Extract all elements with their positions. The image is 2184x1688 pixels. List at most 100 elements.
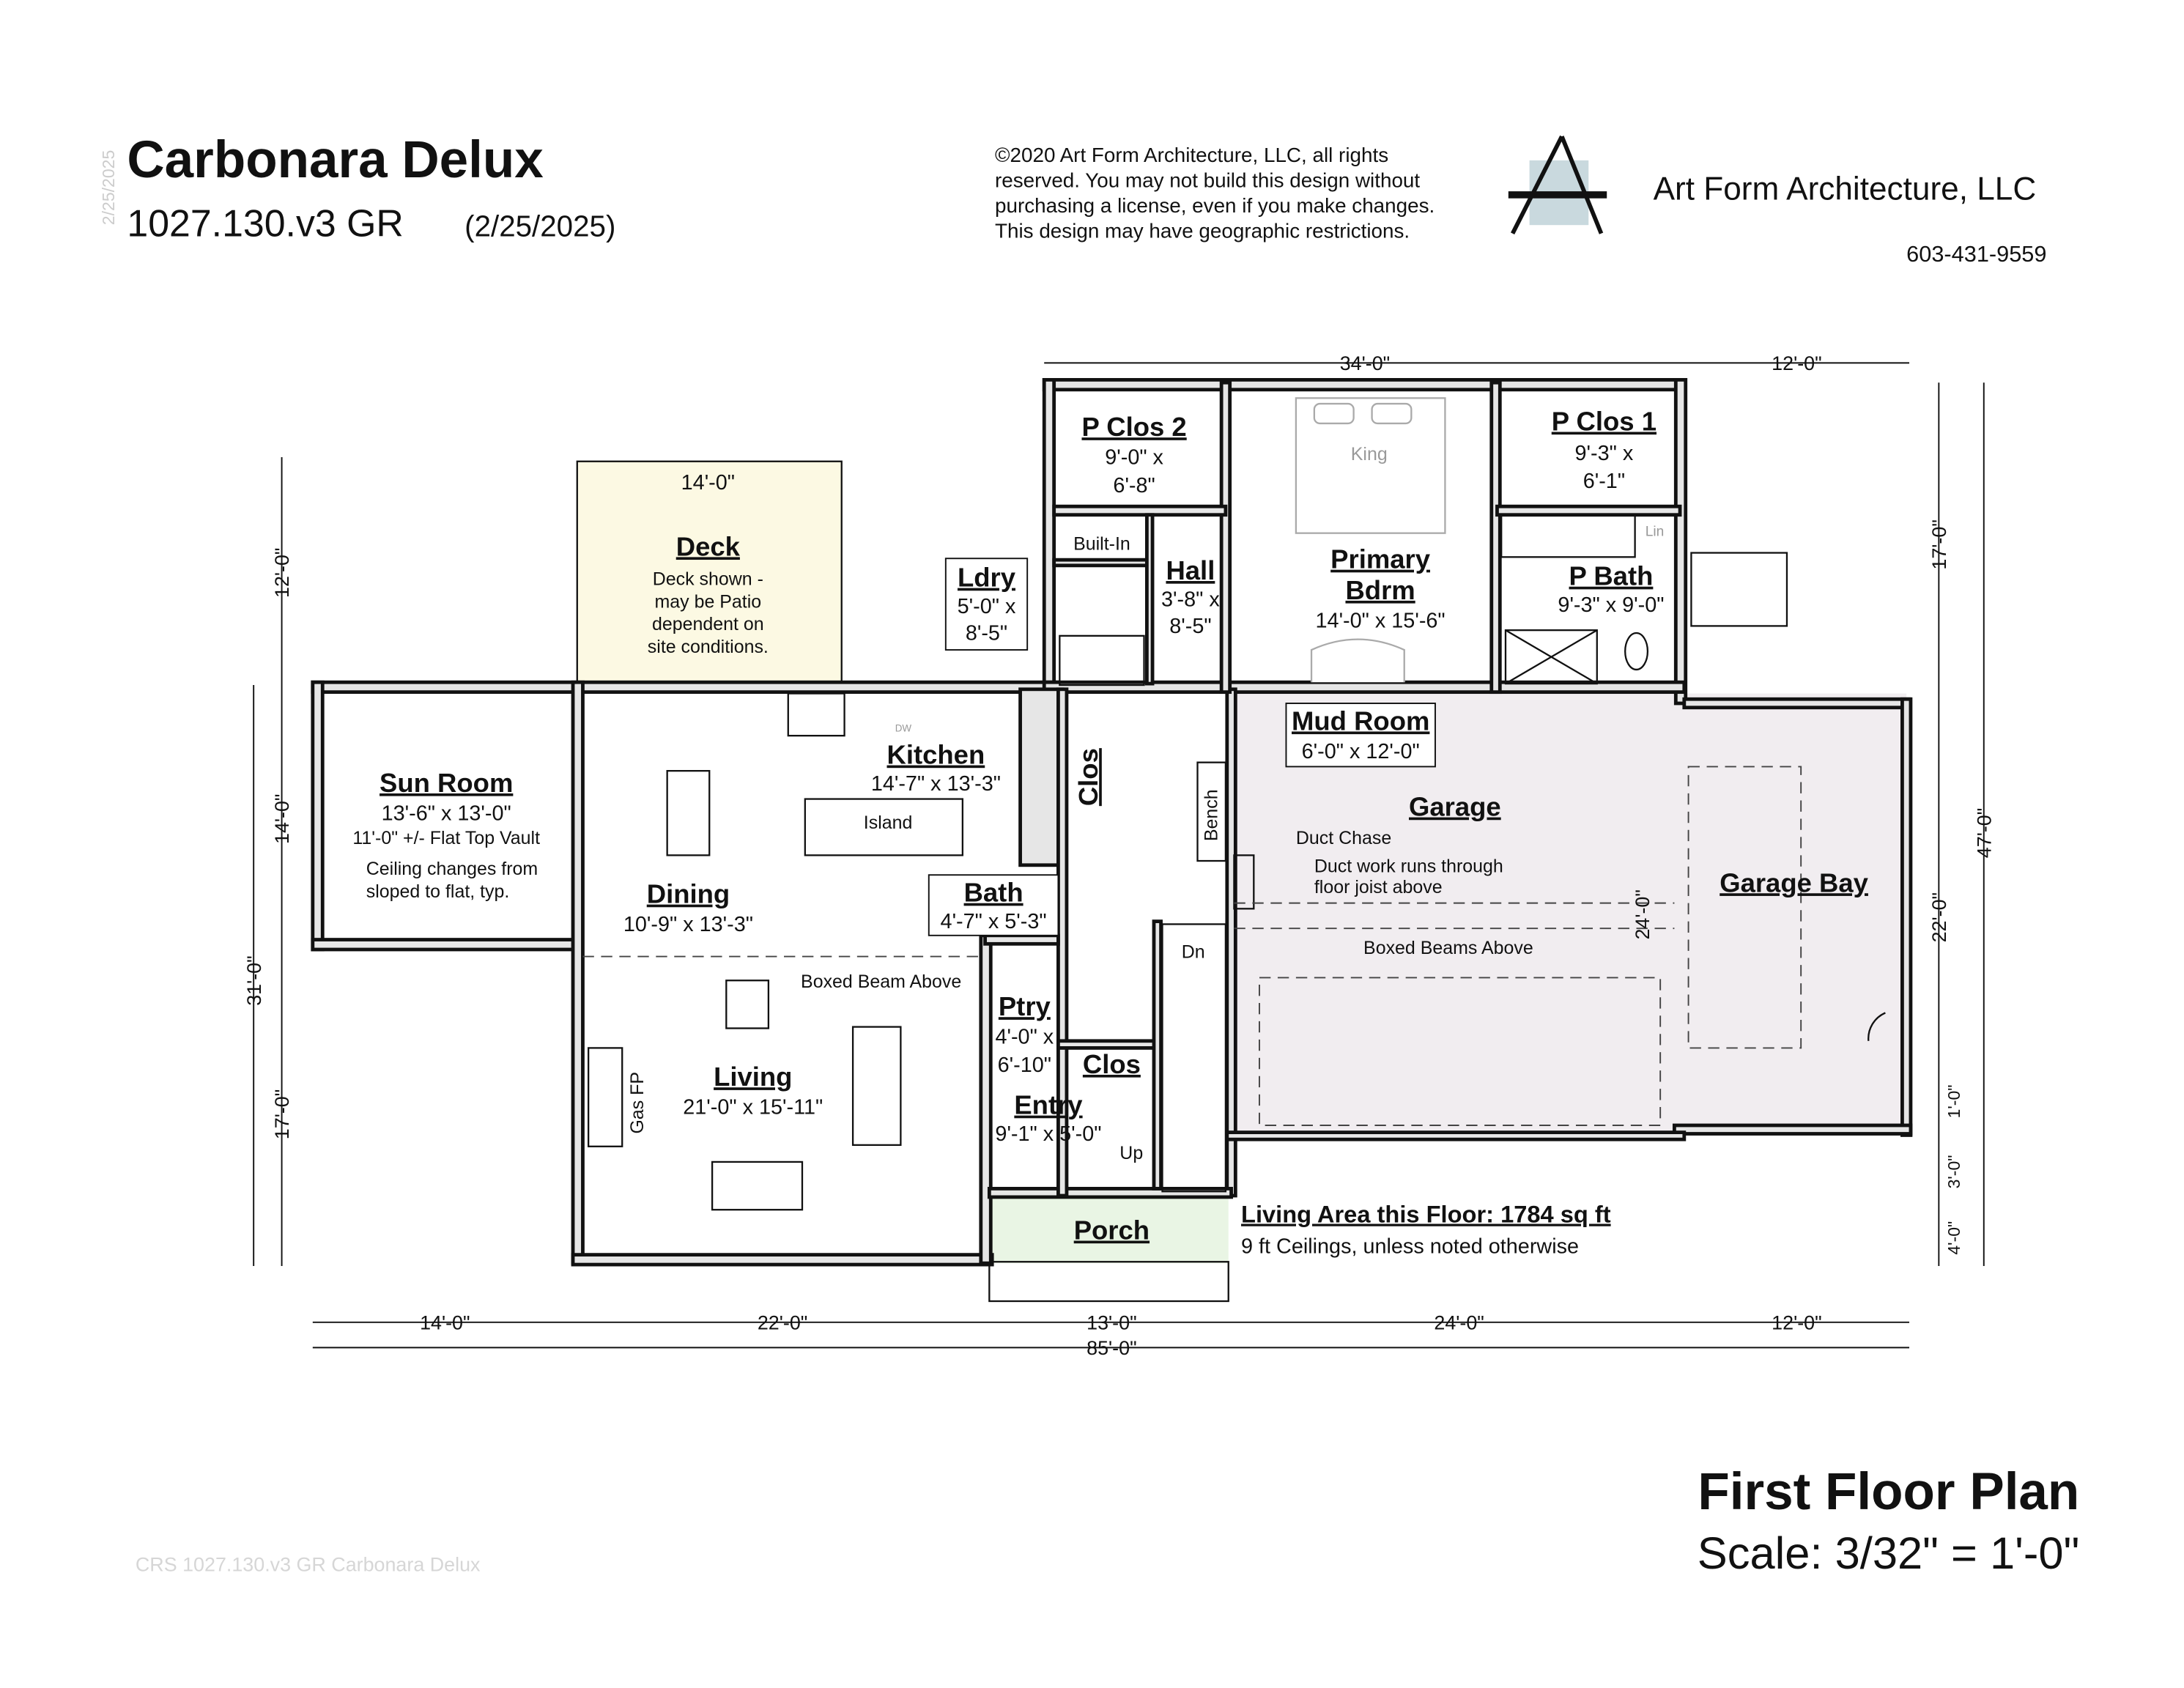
ptry-dims-1: 4'-0" x xyxy=(995,1026,1054,1049)
fireplace-label: Gas FP xyxy=(627,1072,648,1134)
deck-note-4: site conditions. xyxy=(648,637,769,657)
deck-area xyxy=(576,460,843,688)
hall-dims-1: 3'-8" x xyxy=(1161,588,1220,612)
boxed-beams-note: Boxed Beams Above xyxy=(1363,938,1533,958)
ldry-box xyxy=(944,558,1029,651)
hall-label: Hall xyxy=(1166,555,1215,585)
dim-left-1: 12'-0" xyxy=(271,548,293,598)
clos-upper-label: Clos xyxy=(1073,748,1103,806)
copyright-line-1: ©2020 Art Form Architecture, LLC, all ri… xyxy=(995,144,1388,166)
entry-label: Entry xyxy=(1014,1090,1083,1120)
deck-width-dim: 14'-0" xyxy=(681,471,735,495)
ptry-dims-2: 6'-10" xyxy=(998,1054,1051,1077)
room-sun-room: Sun Room 13'-6" x 13'-0" 11'-0" +/- Flat… xyxy=(352,768,540,902)
boxed-beam-note: Boxed Beam Above xyxy=(801,971,961,992)
p-clos-2-dims-2: 6'-8" xyxy=(1113,474,1155,497)
dim-bottom-1: 14'-0" xyxy=(420,1311,470,1333)
stairs-up-label: Up xyxy=(1119,1143,1143,1163)
copyright-line-4: This design may have geographic restrict… xyxy=(995,219,1410,242)
mud-room-dims: 6'-0" x 12'-0" xyxy=(1302,740,1420,763)
garage-label: Garage xyxy=(1409,792,1501,822)
firm-logo-icon xyxy=(1508,135,1607,235)
duct-chase-note: Duct Chase xyxy=(1296,828,1391,848)
sun-room-dims: 13'-6" x 13'-0" xyxy=(382,802,511,825)
dw-label: DW xyxy=(895,722,912,733)
dim-bottom-3: 13'-0" xyxy=(1087,1311,1136,1333)
lin-label: Lin xyxy=(1646,525,1665,540)
firm-name: Art Form Architecture, LLC xyxy=(1654,171,2037,207)
ldry-dims-1: 5'-0" x xyxy=(958,595,1016,618)
p-clos-2-label: P Clos 2 xyxy=(1081,412,1186,442)
porch-label: Porch xyxy=(1074,1215,1150,1245)
floor-plan-title: First Floor Plan xyxy=(1698,1463,2079,1521)
dim-bottom-2: 22'-0" xyxy=(758,1311,807,1333)
bath-label: Bath xyxy=(964,878,1023,908)
living-area-note: Living Area this Floor: 1784 sq ft xyxy=(1241,1200,1611,1227)
dim-right-1: 17'-0" xyxy=(1928,519,1950,569)
ceilings-note: 9 ft Ceilings, unless noted otherwise xyxy=(1241,1235,1579,1259)
dim-right-4: 3'-0" xyxy=(1944,1155,1963,1189)
walls xyxy=(311,378,1913,1267)
primary-dims: 14'-0" x 15'-6" xyxy=(1316,609,1445,632)
living-label: Living xyxy=(714,1062,792,1092)
entry-dims: 9'-1" x 5'-0" xyxy=(995,1122,1101,1146)
kitchen-dims: 14'-7" x 13'-3" xyxy=(871,772,1001,796)
p-clos-2-dims-1: 9'-0" x xyxy=(1105,446,1163,470)
mud-room-box xyxy=(1285,703,1436,768)
p-bath-label: P Bath xyxy=(1569,561,1654,591)
dining-dims: 10'-9" x 13'-3" xyxy=(623,913,753,936)
side-date: 2/25/2025 xyxy=(99,150,118,225)
ptry-label: Ptry xyxy=(999,991,1051,1021)
island-label: Island xyxy=(864,812,913,833)
porch-area xyxy=(989,1198,1229,1264)
plan-scale: Scale: 3/32" = 1'-0" xyxy=(1698,1528,2080,1579)
p-clos-1-dims-1: 9'-3" x xyxy=(1575,442,1634,465)
kitchen-label: Kitchen xyxy=(887,740,985,770)
primary-label-2: Bdrm xyxy=(1345,575,1415,605)
garage-height-dim: 24'-0" xyxy=(1632,889,1654,939)
sun-room-note2-2: sloped to flat, typ. xyxy=(366,881,510,902)
ldry-label: Ldry xyxy=(958,563,1016,593)
duct-work-note-2: floor joist above xyxy=(1314,877,1443,897)
bed-label: King xyxy=(1351,444,1388,464)
deck-note-1: Deck shown - xyxy=(653,569,763,590)
clos-lower-label: Clos xyxy=(1083,1049,1141,1079)
deck-note-3: dependent on xyxy=(652,614,764,634)
builtin-label: Built-In xyxy=(1073,534,1130,555)
dim-right-5: 4'-0" xyxy=(1944,1221,1963,1255)
fixtures xyxy=(582,397,1886,1211)
firm-phone: 603-431-9559 xyxy=(1906,241,2046,267)
bench-label: Bench xyxy=(1201,789,1221,841)
sun-room-note2-1: Ceiling changes from xyxy=(366,859,538,879)
sun-room-note: 11'-0" +/- Flat Top Vault xyxy=(352,828,540,848)
watermark: CRS 1027.130.v3 GR Carbonara Delux xyxy=(136,1554,481,1576)
dining-label: Dining xyxy=(647,879,730,909)
dim-left-2: 14'-0" xyxy=(271,794,293,844)
dimension-lines xyxy=(253,362,1985,1349)
p-clos-1-label: P Clos 1 xyxy=(1552,407,1656,437)
duct-work-note-1: Duct work runs through xyxy=(1314,856,1503,876)
bath-box xyxy=(928,874,1059,936)
porch-step xyxy=(988,1261,1229,1303)
plan-number: 1027.130.v3 GR xyxy=(127,202,403,245)
dim-top-12: 12'-0" xyxy=(1772,352,1821,374)
bath-dims: 4'-7" x 5'-3" xyxy=(941,910,1047,933)
p-clos-1-dims-2: 6'-1" xyxy=(1583,470,1625,493)
plan-title: Carbonara Delux xyxy=(127,131,543,189)
ldry-dims-2: 8'-5" xyxy=(966,622,1007,645)
plan-date: (2/25/2025) xyxy=(464,210,615,243)
deck-label: Deck xyxy=(676,531,741,561)
mud-room-label: Mud Room xyxy=(1292,706,1429,736)
living-dims: 21'-0" x 15'-11" xyxy=(683,1096,823,1119)
copyright-line-3: purchasing a license, even if you make c… xyxy=(995,194,1435,217)
dim-top-34: 34'-0" xyxy=(1340,352,1390,374)
dim-right-overall: 47'-0" xyxy=(1973,808,1995,858)
sun-room-label: Sun Room xyxy=(380,768,513,798)
dim-left-overall: 31'-0" xyxy=(243,955,265,1005)
hall-dims-2: 8'-5" xyxy=(1169,615,1211,638)
dim-overall-width: 85'-0" xyxy=(1087,1337,1136,1359)
dim-bottom-4: 24'-0" xyxy=(1434,1311,1484,1333)
dim-right-2: 22'-0" xyxy=(1928,892,1950,942)
copyright-line-2: reserved. You may not build this design … xyxy=(995,169,1420,191)
